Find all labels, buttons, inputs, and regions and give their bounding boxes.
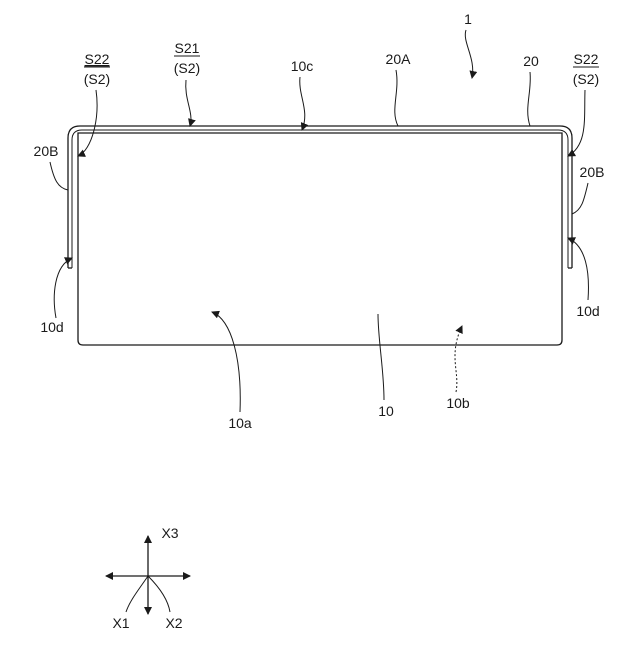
s21-group: S21 (S2) [174,40,200,126]
axis-x1-label: X1 [112,615,129,631]
body-leader [378,314,384,400]
body-rectangle [78,133,562,345]
s22-right-arrow [568,90,585,156]
cover-side-left-group: 20B [34,143,68,190]
s22-left-group: S22 (S2) [78,51,110,156]
s22-right-label: S22 [574,51,599,67]
body-group: 10 [378,314,394,419]
s21-label: S21 [175,40,200,56]
cover-outline [68,126,572,268]
body-label: 10 [378,403,394,419]
s2-left-label: (S2) [84,71,110,87]
top-face-label: 10c [291,58,314,74]
back-face-arrow [455,326,462,392]
cover-group: 20 [523,53,539,126]
s2-right-label: (S2) [573,71,599,87]
cover-top-group: 20A [386,51,412,126]
s22-left-arrow [78,90,97,156]
cover-side-left-leader [50,162,68,190]
s22-right-group: S22 (S2) [568,51,599,156]
edge-right-label: 10d [576,303,599,319]
cover-leader [528,72,531,126]
edge-right-arrow [568,238,588,300]
s21-arrow [186,80,191,126]
front-face-group: 10a [212,312,252,431]
front-face-arrow [212,312,240,412]
edge-left-arrow [54,258,72,318]
cover-top-label: 20A [386,51,412,67]
axis-x2-label: X2 [165,615,182,631]
s2-mid-label: (S2) [174,60,200,76]
top-face-group: 10c [291,58,314,130]
s22-left-label: S22 [85,51,110,67]
top-face-arrow [300,77,305,130]
figure-number-label: 1 [464,11,472,27]
axis-x3-label: X3 [161,525,178,541]
cover-side-right-group: 20B [572,164,604,214]
cover-side-right-leader [572,183,588,214]
cover-label: 20 [523,53,539,69]
coordinate-axes: X3 X1 X2 [106,525,190,631]
edge-right-group: 10d [568,238,600,319]
edge-left-label: 10d [40,319,63,335]
back-face-label: 10b [446,395,470,411]
back-face-group: 10b [446,326,470,411]
figure-number-group: 1 [464,11,473,78]
front-face-label: 10a [228,415,252,431]
edge-left-group: 10d [40,258,72,335]
axis-x1-leader [126,576,148,612]
figure-number-arrow [465,30,472,78]
cover-side-right-label: 20B [580,164,605,180]
cover-top-leader [395,70,398,126]
cover-side-left-label: 20B [34,143,59,159]
axis-x2-leader [148,576,170,612]
